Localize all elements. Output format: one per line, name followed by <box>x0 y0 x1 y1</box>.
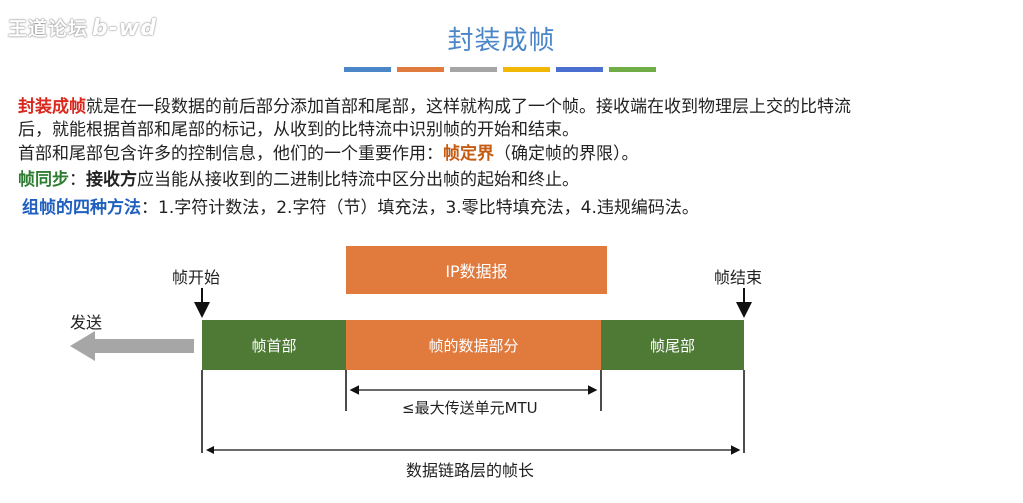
methods-colon: ： <box>141 198 158 218</box>
frame-trailer-box: 帧尾部 <box>601 320 744 370</box>
slide-title: 封装成帧 <box>447 26 556 56</box>
term-framing: 封装成帧 <box>18 97 86 117</box>
term-frame-delimiting: 帧定界 <box>443 144 494 164</box>
sync-colon: ： <box>69 170 86 190</box>
frame-start-label: 帧开始 <box>172 268 221 287</box>
paragraph-frame-sync: 帧同步：接收方应当能从接收到的二进制比特流中区分出帧的起始和终止。 <box>18 169 579 191</box>
ip-packet-box: IP数据报 <box>346 246 607 294</box>
paragraph-definition-line1: 封装成帧就是在一段数据的前后部分添加首部和尾部，这样就构成了一个帧。接收端在收到… <box>18 96 851 118</box>
title-bar <box>609 67 656 72</box>
send-label: 发送 <box>70 313 103 332</box>
paragraph-framing-methods: 组帧的四种方法：1.字符计数法，2.字符（节）填充法，3.零比特填充法，4.违规… <box>22 197 699 219</box>
frame-data-box: 帧的数据部分 <box>346 320 601 370</box>
methods-list: 1.字符计数法，2.字符（节）填充法，3.零比特填充法，4.违规编码法。 <box>158 198 699 218</box>
title-bar <box>503 67 550 72</box>
frame-length-left-arrowhead <box>206 446 214 454</box>
title-color-bars <box>344 67 656 72</box>
definition-text-1: 就是在一段数据的前后部分添加首部和尾部，这样就构成了一个帧。接收端在收到物理层上… <box>86 97 851 117</box>
title-bar <box>344 67 391 72</box>
frame-length-label: 数据链路层的帧长 <box>406 461 535 480</box>
sync-text: 应当能从接收到的二进制比特流中区分出帧的起始和终止。 <box>137 170 579 190</box>
title-bar <box>556 67 603 72</box>
title-bar <box>397 67 444 72</box>
mtu-label: ≤最大传送单元MTU <box>402 399 538 417</box>
title-bar <box>450 67 497 72</box>
term-frame-sync: 帧同步 <box>18 170 69 190</box>
term-four-methods: 组帧的四种方法 <box>22 198 141 218</box>
frame-end-label: 帧结束 <box>714 268 763 287</box>
watermark-text: 王道论坛 <box>8 18 89 40</box>
send-arrow-icon <box>70 331 194 361</box>
delimit-text-after: （确定帧的界限）。 <box>494 144 639 164</box>
term-receiver: 接收方 <box>86 170 137 190</box>
paragraph-definition-line2: 后，就能根据首部和尾部的标记，从收到的比特流中识别帧的开始和结束。 <box>18 120 579 140</box>
delimit-text-before: 首部和尾部包含许多的控制信息，他们的一个重要作用： <box>18 144 443 164</box>
frame-header-box: 帧首部 <box>202 320 346 370</box>
watermark-signature: b-wd <box>92 16 157 41</box>
paragraph-delimiting: 首部和尾部包含许多的控制信息，他们的一个重要作用：帧定界（确定帧的界限）。 <box>18 143 639 165</box>
